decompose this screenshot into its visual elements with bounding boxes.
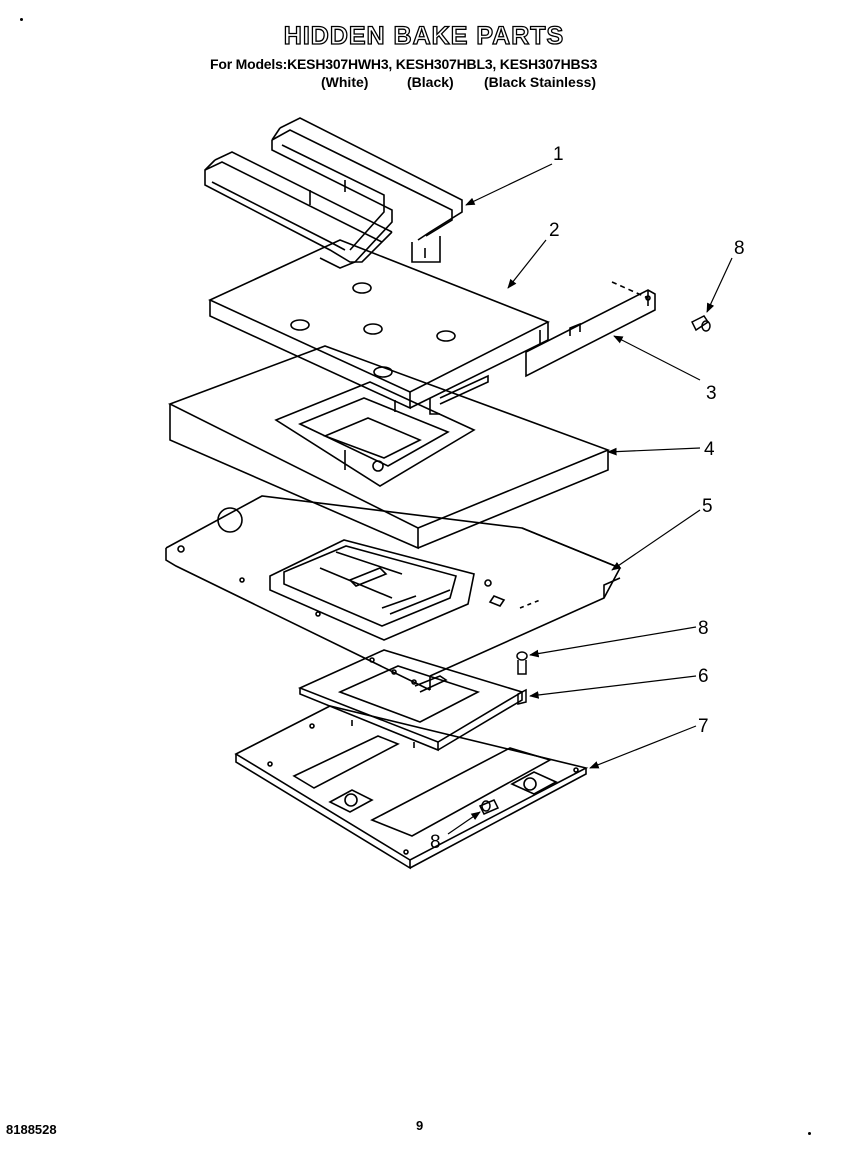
part-6-cover-plate [297, 649, 524, 752]
callout-6: 6 [698, 666, 709, 687]
callout-8: 8 [698, 618, 709, 639]
callout-8: 8 [430, 832, 441, 853]
part-1-bake-element [204, 117, 463, 269]
part-8-screw [478, 799, 500, 815]
corner-mark [20, 18, 23, 21]
color-white-label: (White) [321, 74, 369, 90]
corner-mark [808, 1132, 811, 1135]
callout-2: 2 [549, 220, 560, 241]
part-5-oven-bottom [165, 495, 622, 693]
part-2-element-shield [208, 239, 550, 415]
callout-5: 5 [702, 496, 713, 517]
document-number: 8188528 [6, 1122, 57, 1137]
callout-4: 4 [704, 439, 715, 460]
part-8-screw [690, 315, 711, 332]
callout-leaders [447, 163, 733, 835]
part-7-lower-panel [234, 705, 589, 870]
page-number: 9 [416, 1118, 424, 1133]
callout-8: 8 [734, 238, 745, 259]
color-stainless-label: (Black Stainless) [484, 74, 597, 90]
part-3-bracket [525, 281, 656, 378]
color-black-label: (Black) [407, 74, 454, 90]
models-line: For Models:KESH307HWH3, KESH307HBL3, KES… [210, 56, 598, 72]
part-8-screw [516, 651, 528, 705]
callout-7: 7 [698, 716, 709, 737]
page-title: HIDDEN BAKE PARTS [283, 21, 565, 50]
callout-1: 1 [553, 144, 564, 165]
callout-3: 3 [706, 383, 717, 404]
